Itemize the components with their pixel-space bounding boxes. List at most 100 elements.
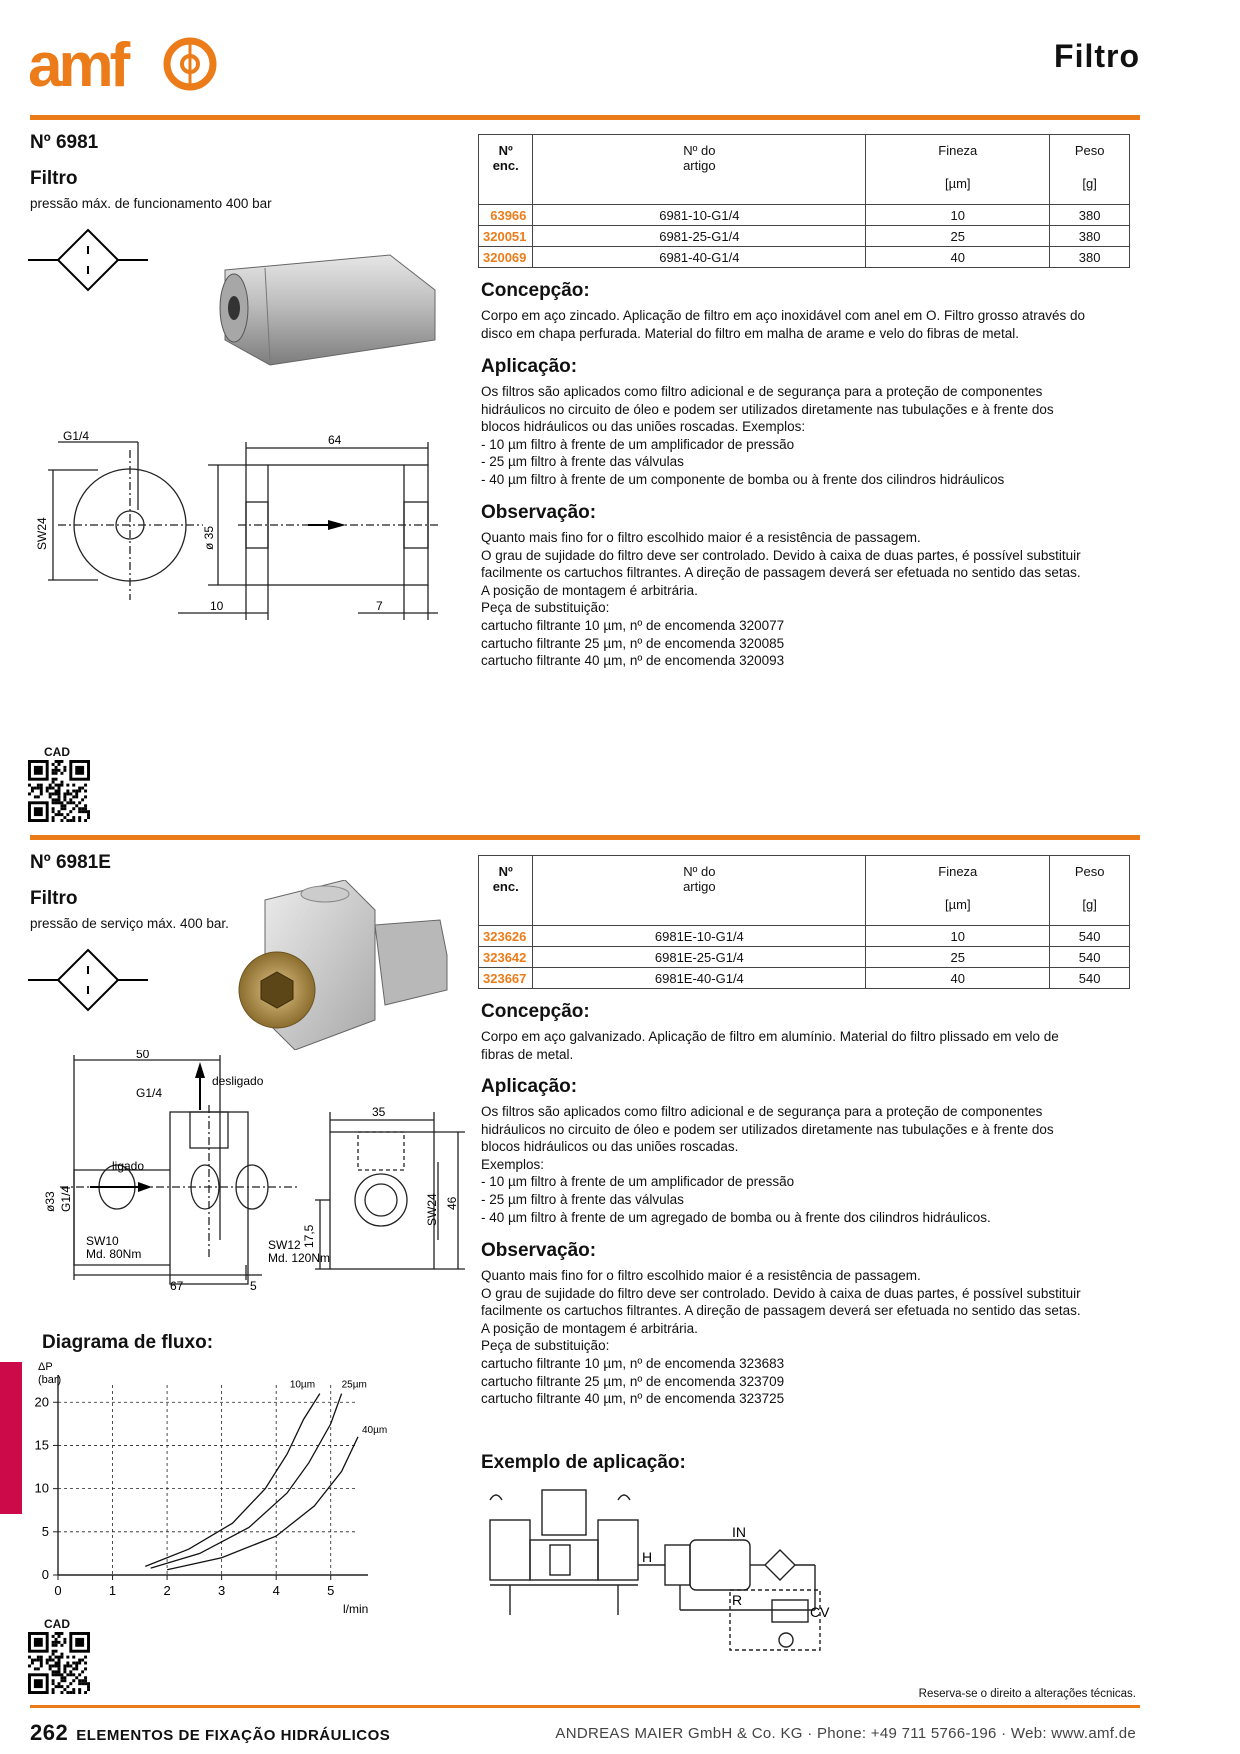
series-label-25µm: 25µm [342, 1380, 367, 1391]
y-tick-label: 15 [35, 1437, 49, 1452]
label-sw10: SW10 [86, 1234, 119, 1248]
dim-sw24: SW24 [35, 517, 49, 550]
filter-symbol-icon [28, 228, 148, 292]
logo-text: amf [28, 31, 131, 98]
label-r: R [732, 1592, 742, 1608]
product1-drawing: G1/4 64 SW24 ø 35 10 7 [35, 430, 438, 620]
series-line-25µm [150, 1393, 343, 1569]
flow-chart-title: Diagrama de fluxo: [42, 1332, 214, 1353]
footer-rule [30, 1705, 1140, 1708]
p2-aplicacao-title: Aplicação: [481, 1076, 578, 1097]
label-sw12: SW12 [268, 1238, 301, 1252]
product1-table: Nº enc. Nº do artigo Fineza[µm] Peso[g] … [477, 134, 1130, 268]
col-weight: Peso[g] [1049, 134, 1130, 205]
p2-observacao-title: Observação: [481, 1240, 597, 1261]
dim-5: 5 [250, 1279, 257, 1290]
x-tick-label: 2 [163, 1583, 170, 1598]
dim-46: 46 [445, 1196, 459, 1210]
example-title: Exemplo de aplicação: [481, 1452, 686, 1473]
col-article: Nº do artigo [532, 134, 867, 205]
footer-section: 262 ELEMENTOS DE FIXAÇÃO HIDRÁULICOS [30, 1720, 390, 1746]
application-example-diagram: H IN R CV [489, 1489, 830, 1651]
dim-64: 64 [328, 433, 342, 447]
page-number: 262 [30, 1720, 69, 1745]
qr-code-icon[interactable] [28, 1632, 90, 1694]
series-label-10µm: 10µm [290, 1380, 315, 1391]
p1-concepcao-title: Concepção: [481, 280, 590, 301]
product1-subtitle: pressão máx. de funcionamento 400 bar [30, 196, 272, 211]
p2-concepcao-title: Concepção: [481, 1001, 590, 1022]
product1-name: Filtro [30, 168, 78, 189]
cad-label: CAD [44, 1617, 70, 1631]
col-weight: Peso[g] [1049, 855, 1130, 926]
dim-67: 67 [170, 1279, 184, 1290]
p2-concepcao-text: Corpo em aço galvanizado. Aplicação de f… [481, 1029, 1059, 1062]
p1-observacao-text: Quanto mais fino for o filtro escolhido … [481, 530, 1081, 669]
dim-g14: G1/4 [63, 430, 89, 443]
x-tick-label: 0 [54, 1583, 61, 1598]
top-rule [30, 115, 1140, 120]
p1-observacao-title: Observação: [481, 502, 597, 523]
product2-drawing: 50 desligado G1/4 ligado ø33 G1/4 SW10 M… [43, 1050, 465, 1290]
label-desligado: desligado [212, 1074, 264, 1088]
label-in: IN [732, 1524, 746, 1540]
y-tick-label: 0 [42, 1567, 49, 1582]
p1-aplicacao-title: Aplicação: [481, 356, 578, 377]
x-tick-label: 4 [273, 1583, 280, 1598]
x-tick-label: 1 [109, 1583, 116, 1598]
p1-aplicacao-text: Os filtros são aplicados como filtro adi… [481, 384, 1054, 487]
col-order: Nº enc. [477, 855, 534, 926]
rights-note: Reserva-se o direito a alterações técnic… [918, 1688, 1136, 1700]
x-tick-label: 5 [327, 1583, 334, 1598]
col-fineness: Fineza[µm] [865, 855, 1051, 926]
p2-observacao-text: Quanto mais fino for o filtro escolhido … [481, 1268, 1081, 1407]
label-h: H [642, 1549, 652, 1565]
dim-35: 35 [372, 1105, 386, 1119]
product2-table: Nº enc. Nº do artigo Fineza[µm] Peso[g] … [477, 855, 1130, 989]
page-title: Filtro [1054, 38, 1140, 74]
product2-number: Nº 6981E [30, 852, 111, 873]
section-rule [30, 835, 1140, 840]
dim-50: 50 [136, 1050, 150, 1061]
label-md80: Md. 80Nm [86, 1247, 141, 1261]
cad-label: CAD [44, 745, 70, 759]
product1-number: Nº 6981 [30, 132, 99, 153]
product2-photo [238, 880, 448, 1050]
amf-logo: amf [28, 28, 218, 100]
p2-aplicacao-text: Os filtros são aplicados como filtro adi… [481, 1104, 1054, 1225]
y-axis-label: (bar) [38, 1374, 61, 1386]
col-order: Nº enc. [477, 134, 534, 205]
dim-d33: ø33 [43, 1191, 57, 1212]
dim-g14-side: G1/4 [59, 1186, 73, 1212]
series-label-40µm: 40µm [362, 1425, 387, 1436]
label-ligado: ligado [112, 1159, 144, 1173]
dim-d35: ø 35 [202, 526, 216, 550]
filter-symbol-icon [28, 948, 148, 1012]
qr-code-icon[interactable] [28, 760, 90, 822]
label-cv: CV [810, 1604, 830, 1620]
label-md120: Md. 120Nm [268, 1251, 330, 1265]
col-article: Nº do artigo [532, 855, 867, 926]
section-name: ELEMENTOS DE FIXAÇÃO HIDRÁULICOS [76, 1727, 391, 1744]
product2-name: Filtro [30, 888, 78, 909]
product1-photo [219, 254, 436, 366]
y-tick-label: 10 [35, 1481, 49, 1496]
col-fineness: Fineza[µm] [865, 134, 1051, 205]
x-tick-label: 3 [218, 1583, 225, 1598]
y-axis-label: ΔP [38, 1361, 53, 1373]
product2-subtitle: pressão de serviço máx. 400 bar. [30, 916, 229, 931]
series-line-40µm [166, 1436, 359, 1571]
series-line-10µm [145, 1393, 321, 1568]
p1-concepcao-text: Corpo em aço zincado. Aplicação de filtr… [481, 308, 1086, 341]
dim-sw24: SW24 [425, 1193, 439, 1226]
y-tick-label: 5 [42, 1524, 49, 1539]
dim-g14-top: G1/4 [136, 1086, 162, 1100]
dim-17-5: 17,5 [302, 1224, 316, 1248]
red-side-tab [0, 1362, 22, 1514]
